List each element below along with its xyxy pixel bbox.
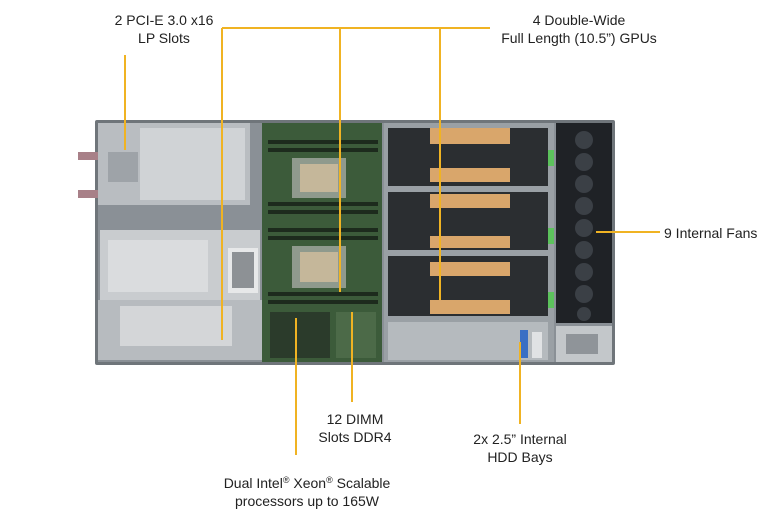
- label-cpu-line1-a: Dual Intel: [223, 475, 283, 491]
- label-pcie-slots: 2 PCI-E 3.0 x16 LP Slots: [84, 11, 244, 47]
- label-dimm: 12 DIMM Slots DDR4: [310, 410, 400, 446]
- label-pcie-line1: 2 PCI-E 3.0 x16: [114, 12, 214, 28]
- label-cpu-line1-b: Xeon: [289, 475, 327, 491]
- motherboard: [262, 123, 382, 362]
- gpu-1: [388, 128, 554, 186]
- label-cpu-line1-c: Scalable: [332, 475, 391, 491]
- registered-mark-1: ®: [282, 475, 290, 485]
- hdd-bay-area: [388, 322, 548, 360]
- cpu-socket-1: [292, 158, 346, 198]
- power-supply-unit: [98, 230, 266, 360]
- label-fans: 9 Internal Fans: [664, 224, 774, 242]
- registered-mark-2: ®: [326, 475, 333, 485]
- cpu-socket-2: [292, 246, 346, 288]
- label-gpus-line1: 4 Double-Wide: [532, 12, 626, 28]
- callout-lines: [124, 27, 660, 455]
- gpu-bay: [384, 123, 554, 362]
- label-hdd-line1: 2x 2.5” Internal: [473, 431, 567, 447]
- label-gpus: 4 Double-Wide Full Length (10.5”) GPUs: [488, 11, 670, 47]
- label-gpus-line2: Full Length (10.5”) GPUs: [501, 30, 657, 46]
- label-hdd-line2: HDD Bays: [487, 449, 553, 465]
- label-cpu-line1: Dual Intel® Xeon® Scalable: [214, 474, 400, 492]
- label-pcie-line2: LP Slots: [138, 30, 190, 46]
- fan-array: [556, 123, 612, 362]
- label-fans-line1: 9 Internal Fans: [664, 225, 758, 241]
- label-cpu: Dual Intel® Xeon® Scalable processors up…: [214, 474, 400, 510]
- dimm-slots-top: [268, 140, 378, 214]
- label-dimm-line2: Slots DDR4: [318, 429, 392, 445]
- label-hdd: 2x 2.5” Internal HDD Bays: [456, 430, 584, 466]
- gpu-3: [388, 256, 554, 316]
- gpu-2: [388, 192, 554, 250]
- dimm-slots-bottom: [268, 228, 378, 304]
- pcie-riser-cage: [78, 123, 250, 205]
- label-cpu-line2: processors up to 165W: [235, 493, 379, 509]
- power-connector-block: [228, 248, 258, 293]
- label-dimm-line1: 12 DIMM: [326, 411, 384, 427]
